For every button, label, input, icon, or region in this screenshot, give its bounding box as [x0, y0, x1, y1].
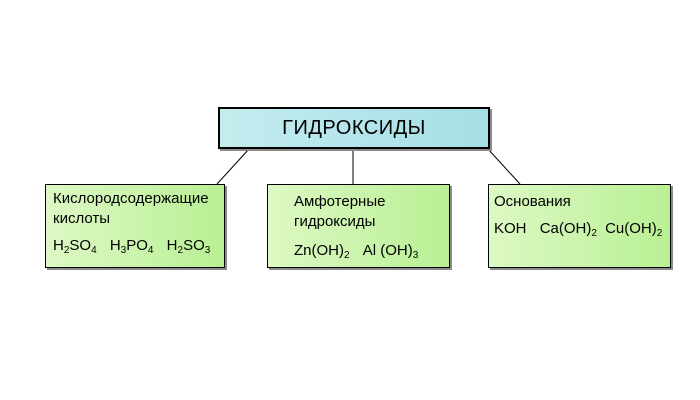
node-bases: Основания KOH Ca(OH)2 Cu(OH)2 — [488, 184, 671, 268]
node-oxygen-acids-formulas: H2SO4 H3PO4 H2SO3 — [53, 236, 220, 256]
node-oxygen-acids-title-line-2: кислоты — [53, 210, 111, 227]
node-bases-title: Основания — [494, 193, 571, 210]
formula-h2so3: H2SO3 — [166, 237, 211, 256]
node-amphoteric-title-line-2: гидроксиды — [294, 213, 376, 230]
formula-al-oh-3: Al (OH)3 — [362, 242, 419, 261]
node-amphoteric-title-line-1: Амфотерные — [294, 193, 386, 210]
formula-zn-oh-2: Zn(OH)2 — [294, 242, 350, 261]
formula-koh: KOH — [494, 220, 527, 237]
formula-cu-oh-2: Cu(OH)2 — [605, 220, 663, 239]
node-oxygen-acids-title-line-1: Кислородсодержащие — [53, 190, 209, 207]
root-node-hydroxides: ГИДРОКСИДЫ — [218, 107, 490, 149]
connector-acids — [216, 148, 250, 185]
root-node-title: ГИДРОКСИДЫ — [282, 116, 426, 139]
formula-h2so4: H2SO4 — [53, 237, 97, 256]
node-amphoteric-formulas: Zn(OH)2 Al (OH)3 — [294, 241, 445, 261]
connector-bases — [487, 148, 521, 185]
node-oxygen-acids: Кислородсодержащие кислоты H2SO4 H3PO4 H… — [45, 184, 225, 268]
formula-ca-oh-2: Ca(OH)2 — [539, 220, 597, 239]
formula-h3po4: H3PO4 — [109, 237, 154, 256]
node-amphoteric-hydroxides: Амфотерные гидроксиды Zn(OH)2 Al (OH)3 — [267, 184, 450, 268]
node-bases-formulas: KOH Ca(OH)2 Cu(OH)2 — [494, 219, 666, 239]
